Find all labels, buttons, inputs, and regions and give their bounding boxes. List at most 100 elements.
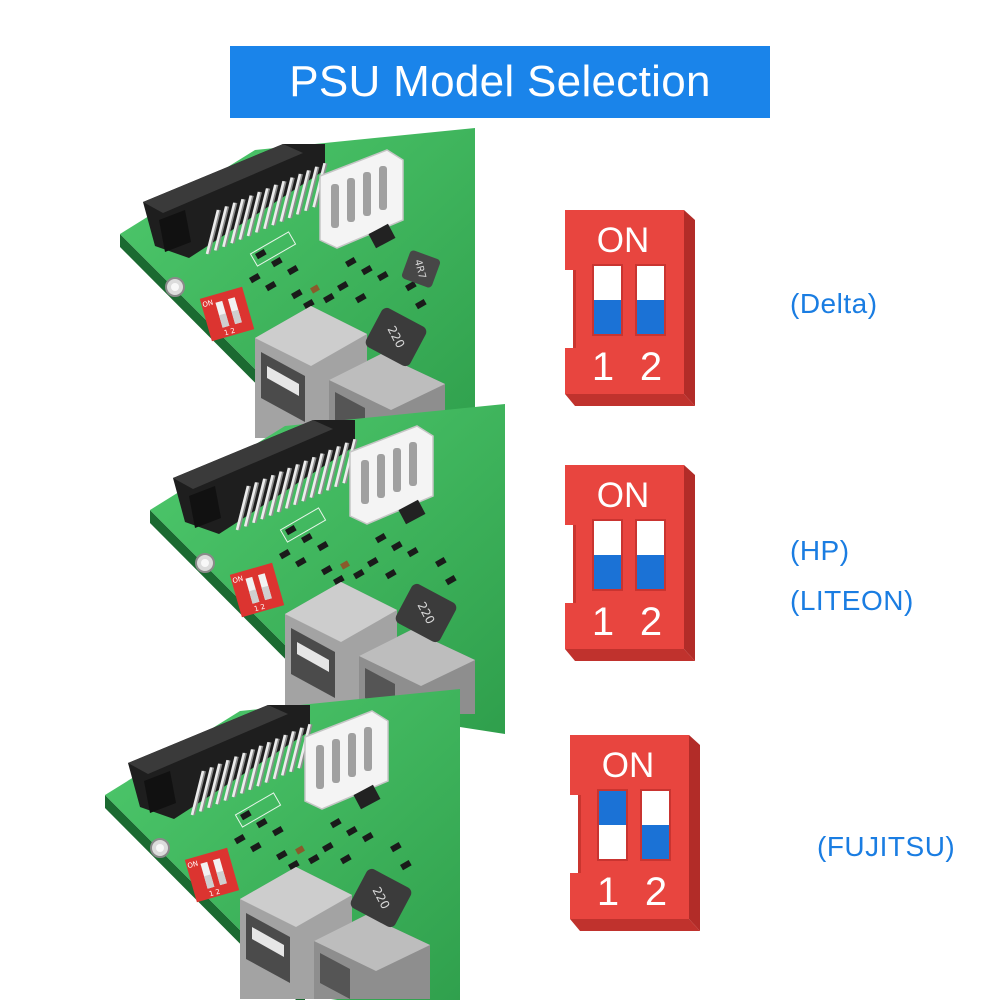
pcb-header-pin-shadow (272, 180, 287, 226)
pcb-mounting-hole-center (171, 283, 179, 291)
pcb-header-housing-top (128, 705, 288, 774)
pcb-dip-on-label: ON (202, 299, 215, 310)
pcb-smd-component (234, 834, 246, 845)
pcb-header-pin (248, 745, 262, 791)
pcb-header-pin (304, 166, 318, 212)
dip-notch-shade (573, 270, 576, 348)
pcb-smd-component (265, 281, 277, 292)
pcb-header-pin (293, 460, 307, 506)
pcb-usb-opening (320, 953, 350, 999)
pcb-usb-top (285, 582, 397, 642)
dip-front-face (565, 465, 684, 649)
pcb-usb-top (359, 630, 475, 686)
pcb-header-housing-slot (144, 771, 176, 813)
pcb-smd-component (400, 860, 412, 871)
pcb-molex-pin (393, 448, 401, 492)
pcb-dip-body (184, 847, 240, 903)
pcb-capacitor (295, 845, 305, 855)
pcb-dip-slider (219, 313, 230, 328)
dip-on-label: ON (597, 221, 650, 260)
pcb-usb-tongue (297, 642, 329, 672)
page-title: PSU Model Selection (289, 57, 711, 106)
dip-slider-1 (594, 300, 621, 334)
pcb-header-pin (243, 482, 258, 527)
pcb-header-pin-shadow (223, 202, 238, 248)
dip-slider-1 (599, 791, 626, 825)
pcb-dip-numbers: 1 2 (253, 603, 266, 614)
pcb-smd-component (301, 533, 313, 544)
pcb-smd-component (407, 547, 419, 558)
dip-slider-2 (642, 825, 669, 859)
pcb-header-pin (301, 456, 315, 502)
pcb-smd-component (344, 257, 357, 268)
pcb-molex-pin (377, 454, 385, 498)
pcb-header-pin (256, 741, 270, 787)
pcb-molex-pin (331, 184, 339, 228)
pcb-header-pin-shadow (282, 731, 297, 776)
pcb-dip-numbers: 1 2 (223, 327, 236, 338)
pcb-header-pin (205, 209, 220, 255)
pcb-header-pin (312, 162, 326, 208)
pcb-dip-body (199, 286, 255, 342)
pcb-smd-component (337, 281, 349, 292)
pcb-dip-on-label: ON (232, 575, 245, 586)
pcb-usb-tongue (252, 927, 284, 957)
pcb-smd-component (391, 541, 403, 552)
pcb-header-pin-shadow (274, 734, 288, 780)
pcb-smd-component (249, 273, 261, 284)
dip-slot-2 (640, 789, 671, 861)
pcb-ic-chip (398, 499, 426, 525)
dip-number-1: 1 (597, 870, 619, 914)
pcb-smd-component (256, 818, 268, 829)
pcb-dip-on-label: ON (187, 860, 200, 871)
dip-bottom-face (565, 649, 695, 661)
pcb-header-pin (271, 180, 285, 226)
pcb-smd-component (271, 257, 283, 268)
pcb-smd-component (367, 557, 379, 568)
pcb-smd-component (255, 249, 267, 260)
pcb-smd-component (279, 549, 291, 560)
pcb-molex-pin (361, 460, 369, 504)
pcb-smd-component (272, 826, 284, 837)
pcb-header-pin (252, 478, 266, 524)
pcb-header-pin-shadow (224, 756, 239, 801)
dip-slot-1 (592, 264, 623, 336)
pcb-header-pin (289, 727, 303, 773)
pcb-header-pin-shadow (264, 184, 279, 230)
pcb-header-pin (238, 195, 253, 240)
pcb-header-pin-shadow (237, 485, 251, 531)
pcb-smd-component (329, 818, 342, 829)
pcb-silkscreen-outline (234, 792, 282, 828)
pcb-header-pin-shadow (261, 474, 276, 520)
pcb-dip-body (229, 562, 285, 618)
pcb-header-pin (239, 749, 254, 794)
dip-number-2: 2 (645, 870, 667, 914)
pcb-inductor: 220 (350, 868, 412, 928)
pcb-dip-slider (204, 874, 215, 889)
pcb-molex-pin (332, 739, 340, 783)
pcb-header-pin (207, 763, 221, 809)
pcb-smd-component (434, 557, 447, 568)
pcb-smd-component (332, 575, 345, 586)
pcb-ic-chip (368, 223, 396, 249)
pcb-dip-slider (231, 309, 242, 325)
pcb-smd-component (240, 810, 252, 821)
pcb-header-pin-shadow (231, 198, 246, 244)
pcb-header-housing-top (143, 144, 303, 213)
pcb-inductor-body (401, 250, 441, 288)
pcb-smd-component (404, 281, 417, 292)
pcb-header-pin (309, 453, 324, 498)
pcb-smd-component (275, 850, 288, 861)
pcb-usb-top (240, 867, 352, 927)
pcb-header-pin (246, 191, 261, 237)
pcb-header-pin-shadow (257, 741, 272, 787)
pcb-header-pin (198, 767, 213, 812)
pcb-smd-component (361, 265, 373, 276)
pcb-smd-component (362, 832, 374, 843)
title-banner: PSU Model Selection (230, 46, 770, 118)
